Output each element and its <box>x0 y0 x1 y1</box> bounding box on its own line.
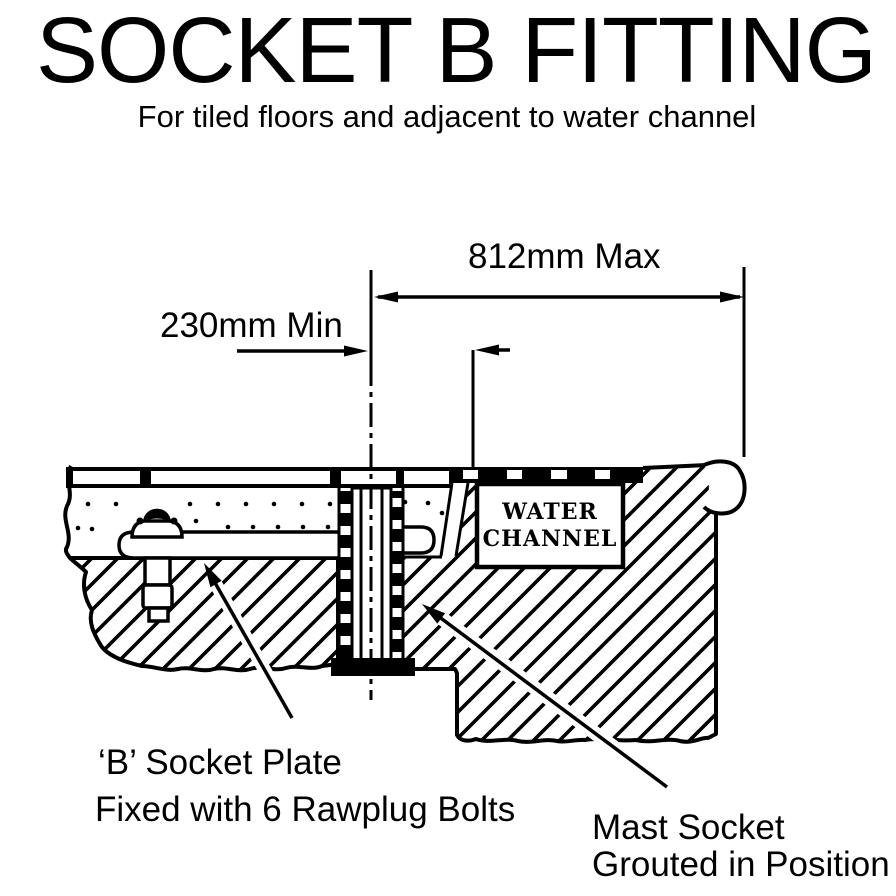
socket-plate-right-end <box>398 525 436 555</box>
tile <box>151 471 330 484</box>
arrowhead <box>720 291 744 303</box>
bolt-ear <box>170 517 178 525</box>
water-channel-line2: CHANNEL <box>483 526 618 552</box>
rawplug-bolt <box>130 508 184 623</box>
water-channel-label: WATER CHANNEL <box>474 481 626 570</box>
page-title: SOCKET B FITTING <box>36 0 876 102</box>
callout-socket-plate-line1: ‘B’ Socket Plate <box>98 743 342 782</box>
arrowhead <box>374 291 398 303</box>
tube-wall-lines <box>359 489 384 662</box>
dimension-812: 812mm Max <box>369 237 746 457</box>
bolt-tip <box>147 606 170 623</box>
arrowhead <box>204 563 222 588</box>
dimension-channel-edge <box>471 344 510 468</box>
arrowhead <box>475 344 499 356</box>
leader-line <box>212 580 294 719</box>
callout-mast-socket-line2: Grouted in Position <box>592 845 890 884</box>
bolt-ear <box>136 517 144 525</box>
dimension-230: 230mm Min <box>160 306 368 357</box>
grout-strip-edges <box>337 488 405 663</box>
water-channel-line1: WATER <box>501 499 598 525</box>
page-subtitle: For tiled floors and adjacent to water c… <box>138 99 757 134</box>
grout-strip-left <box>339 488 352 663</box>
leader-mast-socket <box>422 604 672 793</box>
channel-wall-lines <box>439 482 470 557</box>
bolt-nut <box>141 583 174 610</box>
grating-slot <box>463 470 478 479</box>
grating-slot <box>507 470 522 479</box>
leader-socket-plate <box>204 563 298 722</box>
tile <box>404 471 449 484</box>
channel-wall <box>441 483 468 556</box>
tiled-floor-section <box>63 464 340 673</box>
socket-base-plate <box>331 658 415 676</box>
bolt-dome-head <box>143 508 171 523</box>
grating-slot <box>595 470 610 479</box>
concrete-right-outline <box>400 512 718 744</box>
bullnose-cap-fill <box>704 461 745 514</box>
bolt-shaft <box>143 556 172 587</box>
bullnose-cap-outline <box>701 459 747 516</box>
floor-surface-band <box>66 467 643 488</box>
tile <box>73 471 140 484</box>
kerb-top-line <box>642 463 708 470</box>
dim-max-label: 812mm Max <box>468 237 661 276</box>
callout-mast-socket-line1: Mast Socket <box>592 808 785 847</box>
channel-grating <box>451 467 643 483</box>
leader-line <box>436 614 669 789</box>
callout-socket-plate-line2: Fixed with 6 Rawplug Bolts <box>95 790 515 829</box>
grating-slot <box>551 470 567 479</box>
concrete-hatch-left <box>68 556 340 673</box>
tile <box>341 471 396 484</box>
dim-min-label: 230mm Min <box>160 306 343 345</box>
arrowhead <box>344 345 368 357</box>
arrowhead <box>422 604 446 624</box>
screed-dots-left <box>75 501 333 532</box>
label-box <box>474 481 626 570</box>
mast-socket-assembly <box>331 486 415 676</box>
